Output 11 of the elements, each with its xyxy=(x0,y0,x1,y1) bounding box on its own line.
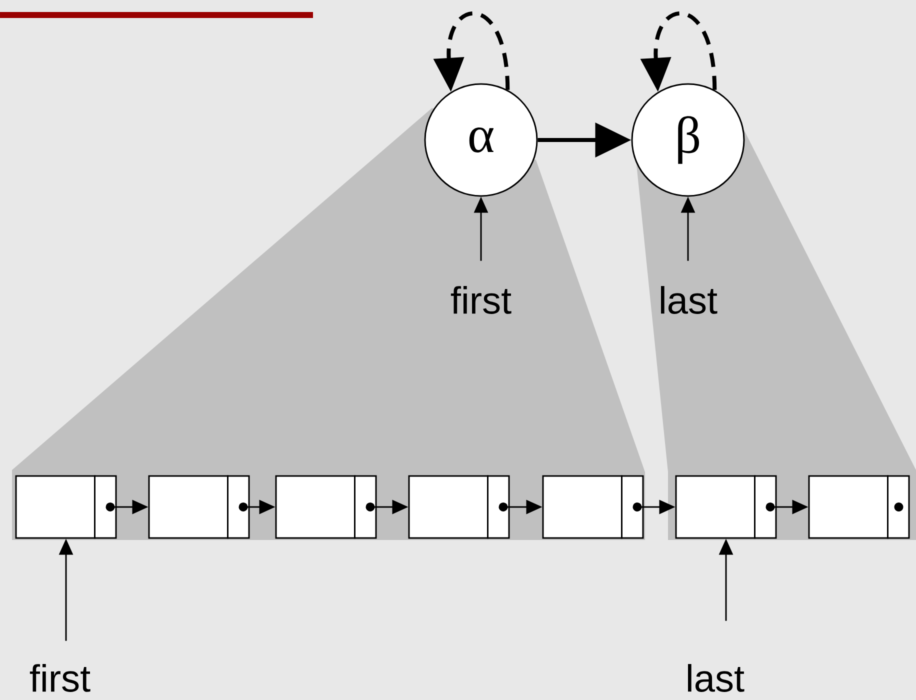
list-cell xyxy=(408,475,510,539)
list-cell xyxy=(675,475,777,539)
pointer-label: last xyxy=(688,664,744,692)
pointer-label: last xyxy=(661,286,718,314)
pointer-label: first xyxy=(30,664,90,692)
list-cell xyxy=(275,475,377,539)
list-cell xyxy=(148,475,250,539)
pointer-label: first xyxy=(450,286,512,314)
list-cell xyxy=(15,475,117,539)
list-cell xyxy=(542,475,644,539)
list-cell xyxy=(808,475,910,539)
